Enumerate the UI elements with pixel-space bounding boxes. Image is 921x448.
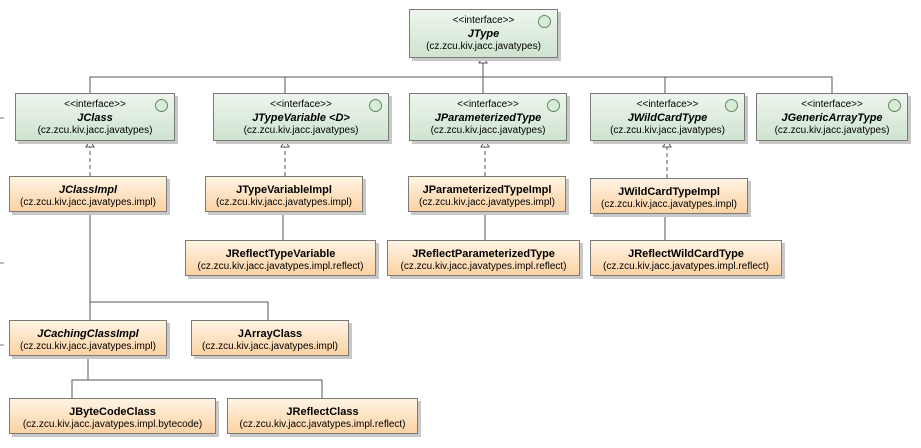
class-name: JWildCardType	[627, 112, 708, 124]
package-label: (cz.zcu.kiv.jacc.javatypes.impl.reflect)	[197, 261, 364, 272]
node-jarrayclass[interactable]: JArrayClass (cz.zcu.kiv.jacc.javatypes.i…	[191, 320, 349, 356]
package-label: (cz.zcu.kiv.jacc.javatypes)	[426, 41, 541, 52]
class-name: JReflectWildCardType	[628, 248, 744, 260]
class-name: JWildCardTypeImpl	[618, 186, 720, 198]
node-jparameterizedtype[interactable]: <<interface>> JParameterizedType (cz.zcu…	[409, 93, 567, 141]
package-label: (cz.zcu.kiv.jacc.javatypes)	[243, 125, 359, 136]
node-jreflectclass[interactable]: JReflectClass (cz.zcu.kiv.jacc.javatypes…	[227, 398, 418, 434]
edge-jreflectclass-jcachingclassimpl	[88, 379, 323, 398]
arrowhead-jclass	[85, 138, 95, 148]
interface-icon	[888, 99, 901, 112]
node-jgenericarraytype[interactable]: <<interface>> JGenericArrayType (cz.zcu.…	[756, 93, 908, 141]
node-jbytecodeclass[interactable]: JByteCodeClass (cz.zcu.kiv.jacc.javatype…	[9, 398, 216, 434]
class-name: JParameterizedType	[434, 112, 542, 124]
interface-icon	[547, 99, 560, 112]
node-jclassimpl[interactable]: JClassImpl (cz.zcu.kiv.jacc.javatypes.im…	[9, 176, 167, 212]
node-jtypevariableimpl[interactable]: JTypeVariableImpl (cz.zcu.kiv.jacc.javat…	[205, 176, 363, 212]
package-label: (cz.zcu.kiv.jacc.javatypes.impl)	[216, 197, 352, 208]
node-jreflectparameterizedtype[interactable]: JReflectParameterizedType (cz.zcu.kiv.ja…	[387, 240, 580, 276]
stereotype-label: <<interface>>	[801, 99, 863, 110]
package-label: (cz.zcu.kiv.jacc.javatypes.impl.bytecode…	[22, 419, 203, 430]
class-name: JCachingClassImpl	[37, 328, 139, 340]
package-label: (cz.zcu.kiv.jacc.javatypes)	[37, 125, 153, 136]
class-name: JReflectClass	[286, 406, 359, 418]
class-name: JParameterizedTypeImpl	[422, 184, 552, 196]
edge-jclass-jtype	[89, 62, 484, 93]
edge-jarrayclass-jclassimpl	[90, 301, 269, 320]
edge-jbytecodeclass-jcachingclassimpl	[71, 357, 89, 398]
node-jtype[interactable]: <<interface>> JType (cz.zcu.kiv.jacc.jav…	[409, 9, 558, 58]
node-jreflecttypevariable[interactable]: JReflectTypeVariable (cz.zcu.kiv.jacc.ja…	[185, 240, 376, 276]
node-jwildcardtype[interactable]: <<interface>> JWildCardType (cz.zcu.kiv.…	[590, 93, 745, 141]
stereotype-label: <<interface>>	[64, 99, 126, 110]
interface-icon	[369, 99, 382, 112]
node-jparameterizedtypeimpl[interactable]: JParameterizedTypeImpl (cz.zcu.kiv.jacc.…	[408, 176, 566, 212]
stereotype-label: <<interface>>	[636, 99, 699, 110]
package-label: (cz.zcu.kiv.jacc.javatypes)	[430, 125, 546, 136]
interface-icon	[155, 99, 168, 112]
stereotype-label: <<interface>>	[452, 15, 515, 26]
class-name: JByteCodeClass	[69, 406, 156, 418]
edge-jgenericarraytype-jtype	[665, 76, 833, 93]
class-name: JReflectTypeVariable	[225, 248, 336, 260]
class-name: JTypeVariableImpl	[236, 184, 332, 196]
node-jclass[interactable]: <<interface>> JClass (cz.zcu.kiv.jacc.ja…	[15, 93, 175, 141]
interface-icon	[538, 15, 551, 28]
node-jtypevariable[interactable]: <<interface>> JTypeVariable <D> (cz.zcu.…	[213, 93, 389, 141]
stereotype-label: <<interface>>	[270, 99, 332, 110]
node-jwildcardtypeimpl[interactable]: JWildCardTypeImpl (cz.zcu.kiv.jacc.javat…	[590, 178, 748, 214]
class-name: JGenericArrayType	[781, 112, 883, 124]
stereotype-label: <<interface>>	[457, 99, 519, 110]
package-label: (cz.zcu.kiv.jacc.javatypes.impl)	[202, 341, 338, 352]
edge-jwildcardtype-jtype	[483, 76, 666, 93]
class-name: JClass	[77, 112, 113, 124]
node-jreflectwildcardtype[interactable]: JReflectWildCardType (cz.zcu.kiv.jacc.ja…	[590, 240, 782, 276]
package-label: (cz.zcu.kiv.jacc.javatypes.impl)	[20, 341, 156, 352]
package-label: (cz.zcu.kiv.jacc.javatypes.impl)	[419, 197, 555, 208]
arrowhead-jwildcardtype	[662, 138, 672, 148]
package-label: (cz.zcu.kiv.jacc.javatypes)	[774, 125, 890, 136]
package-label: (cz.zcu.kiv.jacc.javatypes.impl.reflect)	[400, 261, 567, 272]
package-label: (cz.zcu.kiv.jacc.javatypes)	[610, 125, 725, 136]
package-label: (cz.zcu.kiv.jacc.javatypes.impl.reflect)	[239, 419, 406, 430]
package-label: (cz.zcu.kiv.jacc.javatypes.impl.reflect)	[603, 261, 769, 272]
package-label: (cz.zcu.kiv.jacc.javatypes.impl)	[601, 199, 737, 210]
node-jcachingclassimpl[interactable]: JCachingClassImpl (cz.zcu.kiv.jacc.javat…	[9, 320, 167, 356]
class-name: JClassImpl	[58, 184, 118, 196]
class-name: JType	[467, 28, 500, 40]
class-name: JTypeVariable <D>	[252, 112, 350, 124]
interface-icon	[725, 99, 738, 112]
package-label: (cz.zcu.kiv.jacc.javatypes.impl)	[20, 197, 156, 208]
class-name: JReflectParameterizedType	[412, 248, 555, 260]
arrowhead-jparameterizedtype	[480, 138, 490, 148]
arrowhead-jtypevariable	[280, 138, 290, 148]
arrowhead-jtype	[478, 54, 488, 64]
class-name: JArrayClass	[237, 328, 303, 340]
